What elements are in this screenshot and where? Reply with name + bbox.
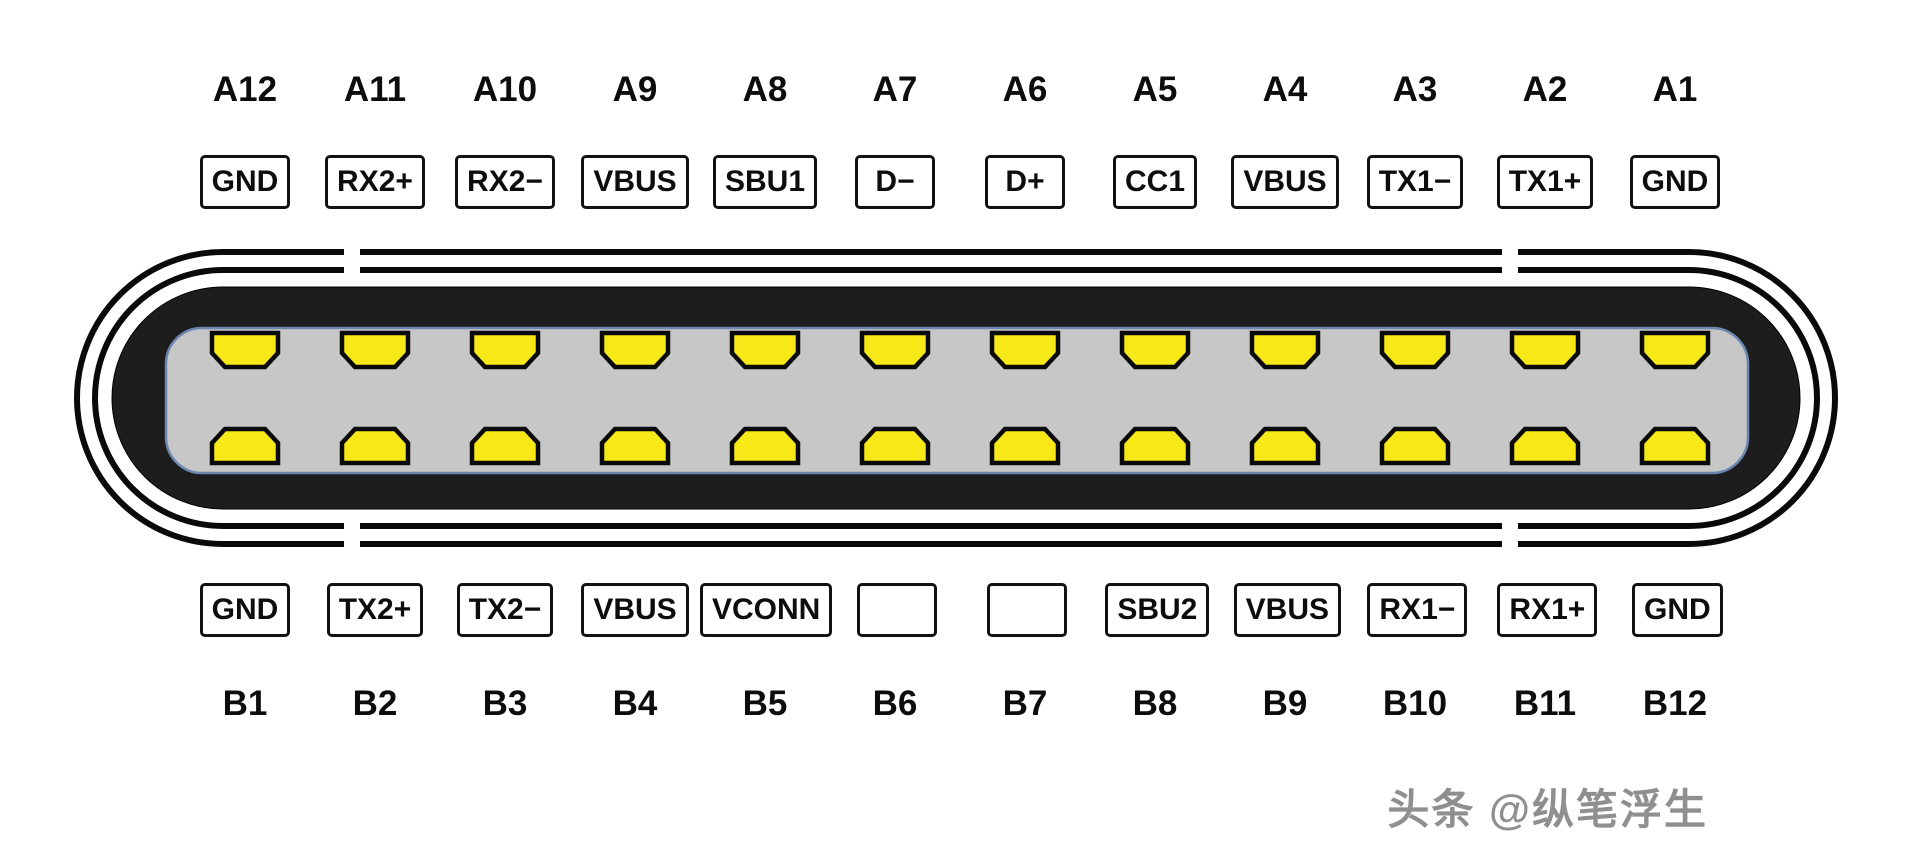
pin-contact [1382,429,1448,463]
pin-contact [992,333,1058,367]
outline-gap [1502,249,1518,283]
pin-label: A4 [1262,70,1308,109]
pin-contact [472,333,538,367]
signal-box: TX1+ [1496,155,1594,209]
pin-contact [212,333,278,367]
pin-label: A3 [1392,70,1438,109]
signal-box: SBU1 [712,155,818,209]
pin-contact [862,429,928,463]
signal-box-empty [857,583,938,637]
pin-contact [342,333,408,367]
pin-label: A7 [872,70,918,109]
signal-box: TX2+ [326,583,424,637]
pin-label: A12 [212,70,278,109]
pin-label: B5 [742,684,788,723]
pin-label: A6 [1002,70,1048,109]
outline-gap [344,513,360,547]
signal-box: GND [1629,155,1721,209]
pin-contact [1642,333,1708,367]
signal-box: D− [855,155,935,209]
pin-label: A11 [343,70,407,109]
pin-label: B4 [612,684,658,723]
outline-gap [1502,513,1518,547]
pin-label: A1 [1652,70,1698,109]
pin-label: A10 [472,70,538,109]
pin-label: A9 [612,70,658,109]
pin-label: B2 [352,684,398,723]
pin-contact [1122,429,1188,463]
pin-contact [732,333,798,367]
signal-box: SBU2 [1105,583,1210,637]
signal-box: VBUS [1231,155,1339,209]
pin-contact [862,333,928,367]
pin-label: B8 [1132,684,1178,723]
signal-box: RX2+ [325,155,425,209]
watermark-text: 头条 @纵笔浮生 [1387,786,1708,833]
signal-box: RX1+ [1497,583,1598,637]
pin-label: A2 [1522,70,1568,109]
pin-label: B7 [1002,684,1048,723]
signal-box: VBUS [581,583,689,637]
signal-box: D+ [985,155,1065,209]
pin-contact [212,429,278,463]
pin-contact [602,333,668,367]
pin-contact [1252,333,1318,367]
signal-box: TX2− [456,583,554,637]
pin-contact [1642,429,1708,463]
connector-tongue [164,326,1750,475]
pin-contact [1512,333,1578,367]
pin-label: A5 [1132,70,1178,109]
signal-box-empty [987,583,1068,637]
pin-row-a-labels: A12 A11 A10 A9 A8 A7 A6 A5 A4 A3 A2 A1 [180,64,1740,116]
pin-label: B1 [222,684,268,723]
signal-box: TX1− [1366,155,1464,209]
pin-contact [472,429,538,463]
signal-row-b: GND TX2+ TX2− VBUS VCONN SBU2 VBUS RX1− … [180,578,1740,642]
usb-c-connector-graphic [74,249,1838,547]
signal-box: VCONN [700,583,833,637]
signal-box: RX1− [1367,583,1468,637]
signal-box: GND [199,583,291,637]
pin-label: A8 [742,70,788,109]
pin-contact [992,429,1058,463]
signal-box: VBUS [581,155,689,209]
signal-box: CC1 [1112,155,1197,209]
signal-box: GND [199,155,291,209]
pin-contact [1252,429,1318,463]
pin-label: B10 [1382,684,1448,723]
pin-contact [602,429,668,463]
pin-contact [1122,333,1188,367]
signal-box: VBUS [1233,583,1342,637]
pin-label: B3 [482,684,528,723]
signal-row-a: GND RX2+ RX2− VBUS SBU1 D− D+ CC1 VBUS T… [180,150,1740,214]
signal-box: RX2− [455,155,555,209]
pin-label: B6 [872,684,918,723]
pin-label: B12 [1642,684,1708,723]
pin-contact [1512,429,1578,463]
outline-gap [344,249,360,283]
pin-contact [1382,333,1448,367]
pin-contact [342,429,408,463]
pin-row-b-labels: B1 B2 B3 B4 B5 B6 B7 B8 B9 B10 B11 B12 [180,678,1740,730]
signal-box: GND [1632,583,1723,637]
pin-contact [732,429,798,463]
pin-label: B11 [1513,684,1577,723]
pin-label: B9 [1262,684,1308,723]
